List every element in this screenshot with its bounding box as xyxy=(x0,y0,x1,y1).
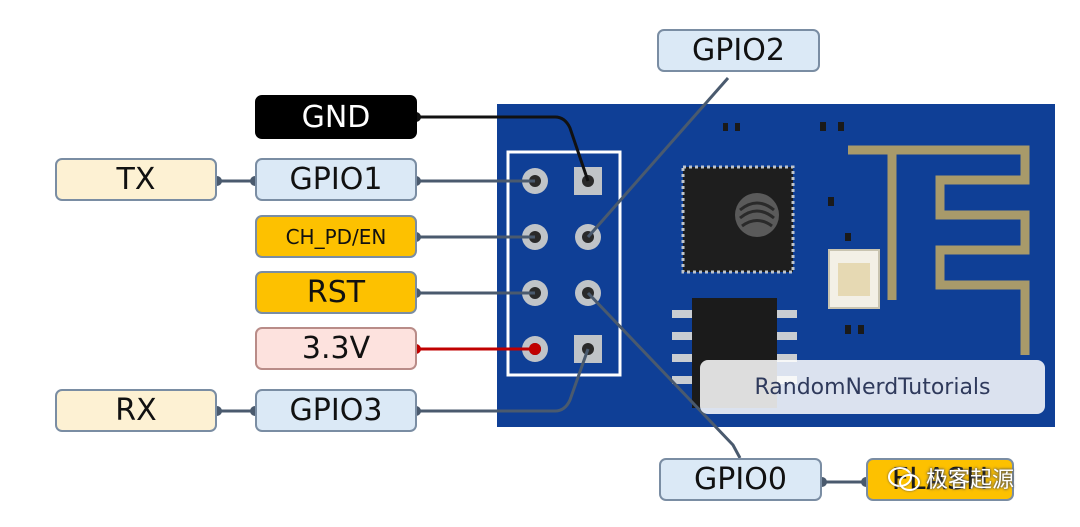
smd-component xyxy=(820,122,826,131)
smd-component xyxy=(845,325,851,334)
wire-gpio3 xyxy=(416,348,590,413)
label-tx: TX xyxy=(55,158,217,201)
espressif-logo-icon xyxy=(735,193,779,237)
watermark-text: 极客起源 xyxy=(926,468,1015,493)
wire-gpio0 xyxy=(586,291,742,459)
pcb-antenna xyxy=(848,145,1030,355)
label-3v3: 3.3V xyxy=(255,327,417,370)
smd-component xyxy=(845,233,851,241)
label-flash: FLASH xyxy=(866,458,1014,501)
label-rx: RX xyxy=(55,389,217,432)
label-gpio0: GPIO0 xyxy=(659,458,822,501)
label-rst: RST xyxy=(255,271,417,314)
smd-component xyxy=(838,122,844,131)
esp8266-chip xyxy=(681,165,795,274)
smd-component xyxy=(828,197,834,206)
label-ch-pd-en: CH_PD/EN xyxy=(255,215,417,258)
label-gpio1: GPIO1 xyxy=(255,158,417,201)
pin-header-outline xyxy=(506,150,622,377)
smd-component xyxy=(723,123,728,131)
label-gnd: GND xyxy=(255,95,417,139)
smd-component xyxy=(858,325,864,334)
watermark: 极客起源 xyxy=(888,462,1014,494)
smd-component xyxy=(735,123,740,131)
wire-gpio2 xyxy=(586,77,730,238)
board-credit-label: RandomNerdTutorials xyxy=(700,360,1045,414)
label-gpio2: GPIO2 xyxy=(657,29,820,72)
wechat-icon xyxy=(888,465,920,491)
wire-gnd xyxy=(416,115,590,182)
label-gpio3: GPIO3 xyxy=(255,389,417,432)
